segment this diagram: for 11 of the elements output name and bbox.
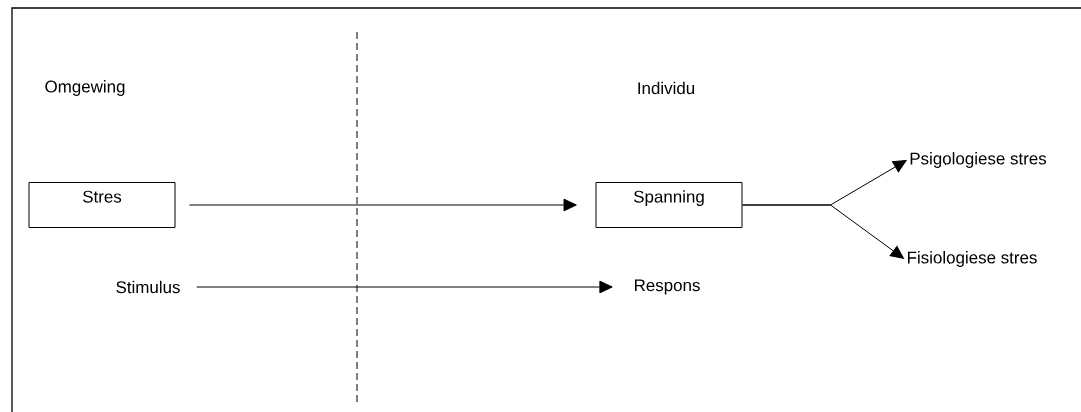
arrow	[742, 204, 904, 259]
label-text: Psigologiese stres	[910, 152, 1047, 168]
label-text: Fisiologiese stres	[908, 251, 1037, 267]
process-box: Stres	[28, 182, 176, 228]
region-label: Omgewing	[45, 80, 125, 96]
label-text: Respons	[635, 279, 700, 295]
process-box: Spanning	[595, 182, 743, 228]
arrow	[196, 280, 613, 294]
label-text: Stimulus	[116, 280, 180, 294]
region-label: Individu	[638, 81, 695, 95]
arrow	[189, 198, 577, 212]
